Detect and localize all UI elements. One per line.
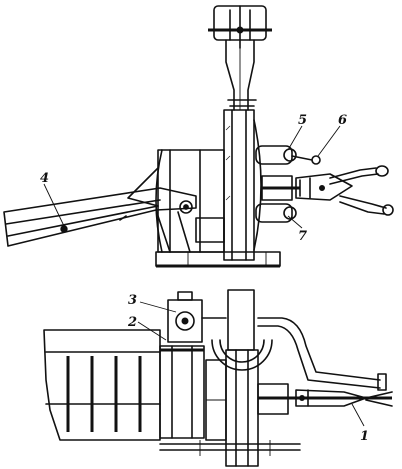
callout-6: 6 bbox=[338, 113, 347, 128]
plan-gearbox bbox=[167, 291, 227, 343]
inclined-chute bbox=[3, 187, 197, 253]
plan-view bbox=[43, 289, 393, 467]
leader-2 bbox=[137, 321, 167, 341]
callout-2: 2 bbox=[127, 315, 137, 330]
plan-body bbox=[43, 329, 161, 441]
top-handwheel bbox=[208, 5, 272, 49]
leader-6 bbox=[317, 125, 341, 157]
callout-7: 7 bbox=[298, 229, 307, 244]
plan-rails bbox=[159, 440, 301, 456]
callout-4: 4 bbox=[40, 171, 49, 186]
callout-3: 3 bbox=[128, 293, 137, 308]
leader-7 bbox=[287, 215, 303, 229]
callout-5: 5 bbox=[298, 113, 307, 128]
shaft-assembly bbox=[255, 145, 394, 223]
base-plate bbox=[155, 251, 281, 268]
disc-housing bbox=[223, 109, 262, 261]
leader-5 bbox=[287, 125, 303, 151]
leader-3 bbox=[139, 301, 177, 313]
plan-hose bbox=[257, 317, 387, 391]
vertical-funnel bbox=[225, 39, 257, 111]
plan-housing bbox=[205, 289, 273, 467]
callout-1: 1 bbox=[360, 429, 369, 444]
plan-drum bbox=[159, 345, 205, 439]
leader-4 bbox=[43, 183, 65, 227]
leader-1 bbox=[351, 403, 365, 427]
drum-body bbox=[127, 149, 225, 253]
plan-shaft bbox=[257, 383, 393, 415]
side-view bbox=[3, 5, 394, 268]
